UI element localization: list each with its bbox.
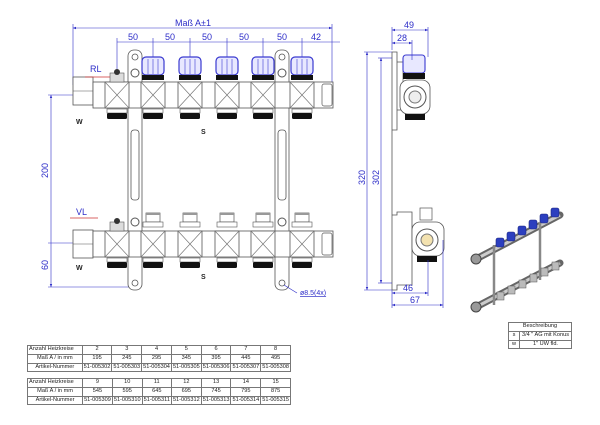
dim-spacing: 42 (311, 32, 321, 42)
flow-manifold (72, 212, 334, 269)
table-cell: 545 (82, 386, 113, 397)
table-cell: 695 (170, 386, 202, 397)
table-cell: 51-005303 (111, 362, 143, 373)
mounting-bracket (127, 49, 290, 291)
table-cell: 8 (260, 345, 291, 355)
table-cell: 51-005309 (82, 395, 113, 406)
table-cell: Anzahl Heizkreise (26, 378, 84, 388)
dim-spacing: 50 (128, 32, 138, 42)
table-cell: 14 (230, 378, 262, 388)
table-cell: 4 (141, 345, 172, 355)
table-cell: 9 (82, 378, 113, 388)
label-w: W (76, 119, 83, 126)
table-cell: 51-005308 (260, 362, 291, 373)
hole-label: ø8.5(4x) (300, 290, 326, 297)
dim-320: 320 (357, 170, 367, 185)
table-cell: 10 (111, 378, 143, 388)
table-cell: 51-005304 (141, 362, 172, 373)
side-view (391, 51, 445, 291)
table-cell: 3 (111, 345, 143, 355)
table-cell: 15 (260, 378, 291, 388)
table-cell: 51-005311 (141, 395, 172, 406)
table-cell: 195 (81, 353, 113, 364)
table-cell: 395 (200, 353, 232, 364)
table-cell: 295 (141, 353, 172, 364)
dim-200: 200 (40, 163, 50, 178)
table-cell: 51-005314 (230, 395, 262, 406)
table-cell: 345 (170, 353, 202, 364)
table-cell: 51-005315 (260, 395, 291, 406)
table-cell: 51-005313 (200, 395, 232, 406)
table-cell: 495 (260, 353, 291, 364)
table-cell: w (508, 339, 520, 350)
table-cell: 2 (81, 345, 113, 355)
table-cell: 3/4 " AG mit Konus (519, 330, 572, 341)
dim-spacing: 50 (202, 32, 212, 42)
table-cell: 12 (170, 378, 202, 388)
label-rl: RL (90, 64, 102, 74)
table-cell: 11 (141, 378, 172, 388)
table-cell: 51-005310 (111, 395, 143, 406)
table-cell: 13 (200, 378, 232, 388)
table-cell: Artikel-Nummer (27, 362, 83, 373)
return-manifold (72, 56, 334, 120)
table-cell: 51-005302 (81, 362, 113, 373)
label-s: S (201, 129, 206, 136)
dim-total: Maß A±1 (175, 18, 211, 28)
legend-title: Beschreibung (508, 322, 572, 332)
dim-67: 67 (410, 295, 420, 305)
table-cell: 745 (200, 386, 232, 397)
dim-46: 46 (403, 283, 413, 293)
table-cell: Maß A / in mm (26, 386, 84, 397)
table-cell: Anzahl Heizkreise (27, 345, 83, 355)
table-cell: 875 (260, 386, 291, 397)
table-cell: 795 (230, 386, 262, 397)
dim-49: 49 (404, 20, 414, 30)
table-cell: 7 (230, 345, 262, 355)
table-cell: Maß A / in mm (27, 353, 83, 364)
table-cell: 445 (230, 353, 262, 364)
label-w: W (76, 265, 83, 272)
table-cell: 51-005312 (170, 395, 202, 406)
table-cell: 1" ÜW fld. (519, 339, 572, 350)
table-cell: 51-005305 (170, 362, 202, 373)
dim-spacing: 50 (277, 32, 287, 42)
table-cell: Artikel-Nummer (26, 395, 84, 406)
table-cell: 51-005306 (200, 362, 232, 373)
table-cell: 51-005307 (230, 362, 262, 373)
dim-28: 28 (397, 33, 407, 43)
dim-60: 60 (40, 260, 50, 270)
table-cell: 5 (170, 345, 202, 355)
table-cell: 645 (141, 386, 172, 397)
label-vl: VL (76, 207, 87, 217)
dim-spacing: 50 (165, 32, 175, 42)
manifold-3d-illustration (470, 207, 564, 313)
label-s: S (201, 274, 206, 281)
table-cell: 595 (111, 386, 143, 397)
dim-spacing: 50 (239, 32, 249, 42)
dim-302: 302 (371, 170, 381, 185)
table-cell: s (508, 330, 520, 341)
table-cell: 245 (111, 353, 143, 364)
table-cell: 6 (200, 345, 232, 355)
dimensions-side (364, 27, 444, 308)
